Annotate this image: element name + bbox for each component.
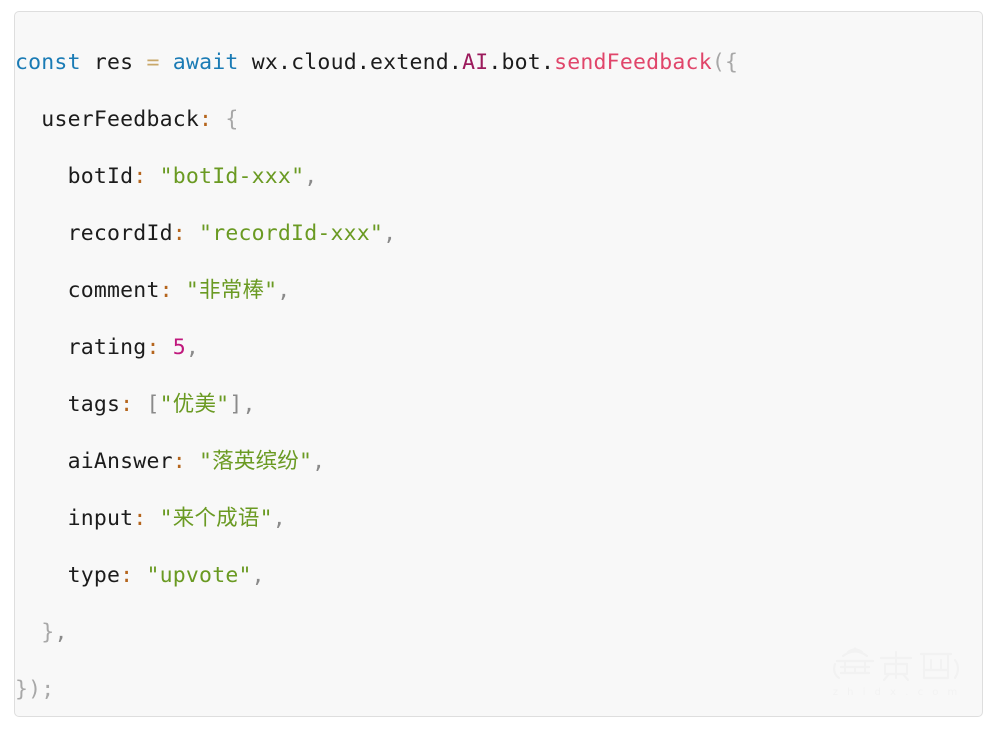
code-token-plain: bot: [501, 50, 541, 75]
code-token-comma: ,: [312, 449, 326, 474]
code-token-prop: botId: [67, 164, 134, 189]
code-token-dot: .: [540, 50, 555, 75]
code-indent: [15, 563, 68, 588]
code-token-colon: :: [120, 392, 134, 417]
code-token-comma: ,: [277, 278, 291, 303]
code-token-dot: .: [448, 50, 463, 75]
code-token-plain: [239, 50, 252, 75]
code-token-prop: type: [67, 563, 121, 588]
code-token-string: "botId-xxx": [159, 164, 305, 189]
code-token-plain: [160, 335, 173, 360]
code-token-string: "非常棒": [185, 278, 278, 303]
code-token-plain: [186, 449, 199, 474]
code-line: },: [15, 604, 982, 661]
code-indent: [15, 278, 68, 303]
code-token-colon: :: [172, 449, 186, 474]
code-token-colon: :: [159, 278, 173, 303]
code-token-string: "来个成语": [159, 506, 273, 531]
code-line: type: "upvote",: [15, 547, 982, 604]
code-token-operator: =: [146, 50, 160, 75]
code-token-colon: :: [120, 563, 134, 588]
code-token-prop: input: [67, 506, 134, 531]
code-token-plain: [81, 50, 94, 75]
code-token-keyword: const: [15, 50, 81, 75]
code-indent: [15, 392, 68, 417]
code-token-keyword: await: [172, 50, 239, 75]
code-token-string: "落英缤纷": [199, 449, 313, 474]
code-token-prop: aiAnswer: [67, 449, 173, 474]
code-token-prop: tags: [67, 392, 121, 417]
code-token-plain: [186, 221, 199, 246]
code-line: rating: 5,: [15, 319, 982, 376]
code-indent: [15, 449, 68, 474]
code-token-punct: ({: [711, 50, 739, 75]
code-token-colon: :: [133, 164, 147, 189]
code-token-plain: extend: [370, 50, 449, 75]
code-token-prop: recordId: [67, 221, 173, 246]
code-token-bracket: [: [146, 392, 160, 417]
code-token-colon: :: [172, 221, 186, 246]
code-token-string: "优美": [159, 392, 230, 417]
code-token-plain: [160, 50, 173, 75]
code-token-number: 5: [172, 335, 186, 360]
code-indent: [15, 335, 68, 360]
code-indent: [15, 164, 68, 189]
code-token-comma: ,: [185, 335, 200, 360]
code-token-method: sendFeedback: [554, 50, 712, 75]
code-token-colon: :: [199, 107, 213, 132]
code-token-comma: ,: [242, 392, 256, 417]
code-token-punct: }: [41, 620, 55, 645]
code-token-namespace: AI: [462, 50, 489, 75]
code-block[interactable]: const res = await wx.cloud.extend.AI.bot…: [15, 12, 982, 716]
code-token-comma: ,: [272, 506, 286, 531]
code-token-colon: :: [146, 335, 160, 360]
code-token-prop: rating: [67, 335, 147, 360]
code-line: comment: "非常棒",: [15, 262, 982, 319]
code-token-dot: .: [356, 50, 371, 75]
code-token-string: "recordId-xxx": [199, 221, 384, 246]
code-token-dot: .: [277, 50, 292, 75]
code-indent: [15, 221, 68, 246]
code-indent: [15, 620, 41, 645]
code-token-plain: res: [93, 50, 134, 75]
code-token-punct: {: [225, 107, 239, 132]
code-line: const res = await wx.cloud.extend.AI.bot…: [15, 34, 982, 91]
code-line: });: [15, 661, 982, 716]
code-token-comma: ,: [54, 620, 68, 645]
code-token-plain: [133, 392, 146, 417]
code-indent: [15, 506, 68, 531]
code-token-punct: });: [15, 677, 55, 702]
code-indent: [15, 107, 41, 132]
code-token-comma: ,: [304, 164, 318, 189]
code-line: recordId: "recordId-xxx",: [15, 205, 982, 262]
code-token-plain: [212, 107, 225, 132]
code-token-plain: [146, 506, 159, 531]
code-token-prop: userFeedback: [41, 107, 200, 132]
code-token-string: "upvote": [146, 563, 252, 588]
code-token-comma: ,: [251, 563, 265, 588]
code-card: const res = await wx.cloud.extend.AI.bot…: [14, 11, 983, 717]
code-line: tags: ["优美"],: [15, 376, 982, 433]
code-token-plain: [173, 278, 186, 303]
code-token-plain: [146, 164, 159, 189]
code-line: input: "来个成语",: [15, 490, 982, 547]
code-line: botId: "botId-xxx",: [15, 148, 982, 205]
code-token-colon: :: [133, 506, 147, 531]
code-token-plain: [133, 563, 146, 588]
code-line: aiAnswer: "落英缤纷",: [15, 433, 982, 490]
code-token-plain: cloud: [291, 50, 357, 75]
code-token-dot: .: [488, 50, 502, 75]
code-token-prop: comment: [67, 278, 160, 303]
code-token-comma: ,: [383, 221, 397, 246]
code-token-plain: [133, 50, 146, 75]
code-line: userFeedback: {: [15, 91, 982, 148]
code-token-bracket: ]: [229, 392, 243, 417]
code-token-plain: wx: [251, 50, 278, 75]
